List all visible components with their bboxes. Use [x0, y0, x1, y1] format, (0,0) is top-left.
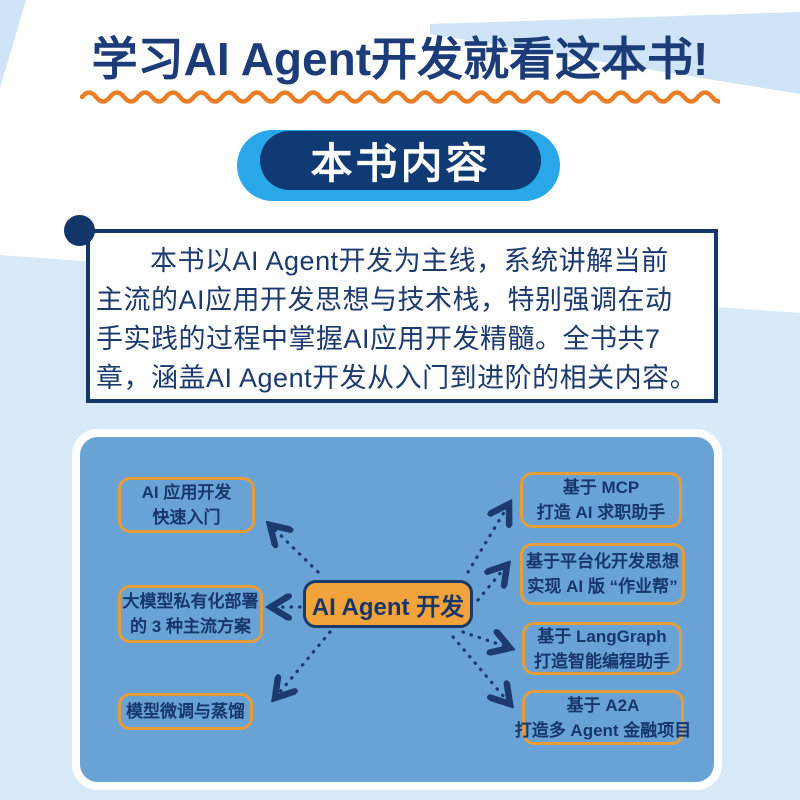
mindmap-node-finetune-distill: 模型微调与蒸馏: [118, 693, 253, 730]
node-label-line: 的 3 种主流方案: [130, 617, 251, 636]
node-label-line: 模型微调与蒸馏: [126, 702, 245, 721]
node-label-line: 基于 A2A: [566, 695, 640, 715]
mindmap-node-platform: 基于平台化开发思想 实现 AI 版 “作业帮”: [520, 543, 685, 605]
mindmap-node-langgraph: 基于 LangGraph 打造智能编程助手: [522, 622, 682, 675]
section-badge: 本书内容: [237, 130, 560, 201]
intro-line: 本书以AI Agent开发为主线，系统讲解当前: [150, 246, 669, 276]
mindmap-node-quickstart: AI 应用开发 快速入门: [118, 477, 255, 533]
mindmap-node-private-deployment: 大模型私有化部署 的 3 种主流方案: [118, 585, 263, 643]
mindmap-node-mcp: 基于 MCP 打造 AI 求职助手: [520, 472, 682, 528]
intro-line: 主流的AI应用开发思想与技术栈，特别强调在动: [96, 285, 673, 315]
node-label-line: 大模型私有化部署: [122, 592, 259, 611]
node-label-line: 基于 LangGraph: [537, 626, 667, 646]
mindmap-panel: AI 应用开发 快速入门 大模型私有化部署 的 3 种主流方案 模型微调与蒸馏 …: [72, 429, 722, 790]
node-label-line: 打造多 Agent 金融项目: [514, 720, 692, 740]
node-label-line: 快速入门: [152, 508, 221, 527]
node-label-line: 实现 AI 版 “作业帮”: [527, 577, 678, 596]
wavy-underline-icon: [79, 88, 729, 106]
intro-corner-dot: [64, 215, 95, 246]
intro-line: 手实践的过程中掌握AI应用开发精髓。全书共7: [96, 324, 661, 354]
node-label-line: AI 应用开发: [141, 483, 232, 502]
intro-line: 章，涵盖AI Agent开发从入门到进阶的相关内容。: [96, 363, 698, 393]
node-label-line: 打造智能编程助手: [534, 651, 670, 671]
mindmap-connector-arrows: [80, 437, 714, 782]
page-title: 学习AI Agent开发就看这本书!: [91, 33, 709, 85]
mindmap-node-a2a: 基于 A2A 打造多 Agent 金融项目: [515, 690, 691, 745]
node-label-line: 基于平台化开发思想: [526, 552, 679, 571]
section-badge-label: 本书内容: [260, 131, 541, 190]
intro-card: 本书以AI Agent开发为主线，系统讲解当前 主流的AI应用开发思想与技术栈，…: [86, 229, 718, 403]
mindmap-center-node: AI Agent 开发: [303, 580, 473, 628]
node-label-line: 基于 MCP: [562, 478, 640, 497]
node-label-line: 打造 AI 求职助手: [536, 503, 666, 522]
